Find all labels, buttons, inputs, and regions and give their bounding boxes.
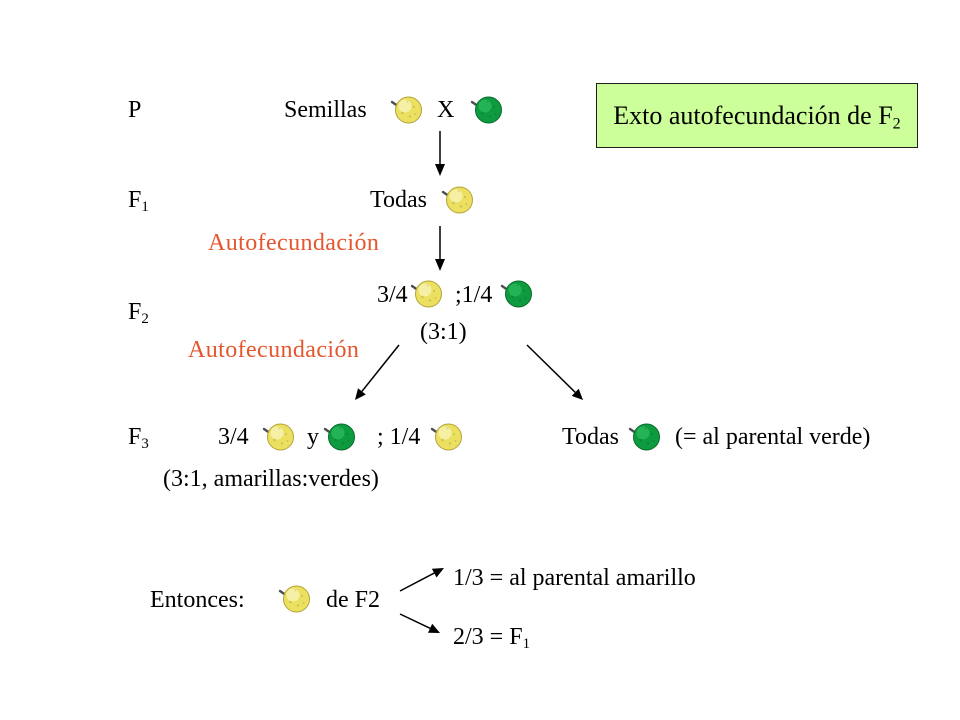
generation-subscript: 3 bbox=[141, 436, 149, 453]
arrow-p-to-f1 bbox=[435, 131, 445, 176]
f1-all-label: Todas bbox=[370, 187, 427, 213]
conclusion-lead: Entonces: bbox=[150, 587, 245, 613]
f2-ratio: (3:1) bbox=[420, 319, 467, 345]
generation-label-p: P bbox=[128, 97, 142, 123]
green-seed-icon bbox=[323, 422, 355, 452]
outcome-f1-subscript: 1 bbox=[522, 636, 530, 653]
self-fertilization-label-2: Autofecundación bbox=[188, 337, 360, 363]
arrow-f2-to-f3-yellow-branch bbox=[355, 344, 400, 400]
green-seed-icon bbox=[500, 279, 532, 309]
yellow-seed-icon bbox=[262, 422, 294, 452]
title-subscript: 2 bbox=[892, 115, 901, 132]
f2-yellow-fraction: 3/4 bbox=[377, 282, 408, 308]
outcome-yellow-parent: 1/3 = al parental amarillo bbox=[453, 565, 696, 591]
f3-green-branch-note: (= al parental verde) bbox=[675, 424, 871, 450]
seeds-label: Semillas bbox=[284, 97, 367, 123]
title-box: Exto autofecundación de F2 bbox=[596, 83, 918, 148]
f3-yellow-branch-ratio: (3:1, amarillas:verdes) bbox=[163, 466, 379, 492]
title-text: Exto autofecundación de F2 bbox=[613, 100, 901, 132]
f3-yellow-branch-second-fraction: ; 1/4 bbox=[377, 424, 421, 450]
generation-label-f1: F1 bbox=[128, 187, 149, 216]
generation-subscript: 2 bbox=[141, 311, 149, 328]
generation-letter: F bbox=[128, 187, 142, 213]
generation-letter: F bbox=[128, 424, 142, 450]
f3-conjunction: y bbox=[307, 424, 319, 450]
green-seed-icon bbox=[628, 422, 660, 452]
arrow-f2-to-f3-green-branch bbox=[526, 344, 583, 400]
f2-green-fraction: ;1/4 bbox=[455, 282, 493, 308]
yellow-seed-icon bbox=[441, 185, 473, 215]
conclusion-source: de F2 bbox=[326, 587, 380, 613]
outcome-f1-text: 2/3 = F bbox=[453, 624, 523, 650]
outcome-f1: 2/3 = F1 bbox=[453, 624, 530, 653]
f3-yellow-branch-fraction: 3/4 bbox=[218, 424, 249, 450]
f3-green-branch-label: Todas bbox=[562, 424, 619, 450]
yellow-seed-icon bbox=[430, 422, 462, 452]
generation-letter: F bbox=[128, 299, 142, 325]
arrow-to-yellow-parent-outcome bbox=[399, 568, 444, 592]
generation-subscript: 1 bbox=[141, 199, 149, 216]
title-main: Exto autofecundación de F bbox=[613, 100, 893, 130]
yellow-seed-icon bbox=[390, 95, 422, 125]
yellow-seed-icon bbox=[278, 584, 310, 614]
yellow-seed-icon bbox=[410, 279, 442, 309]
generation-label-f3: F3 bbox=[128, 424, 149, 453]
arrow-f1-to-f2 bbox=[435, 226, 445, 271]
generation-label-f2: F2 bbox=[128, 299, 149, 328]
self-fertilization-label-1: Autofecundación bbox=[208, 230, 380, 256]
arrow-to-f1-outcome bbox=[399, 613, 440, 633]
cross-symbol: X bbox=[437, 97, 455, 123]
green-seed-icon bbox=[470, 95, 502, 125]
